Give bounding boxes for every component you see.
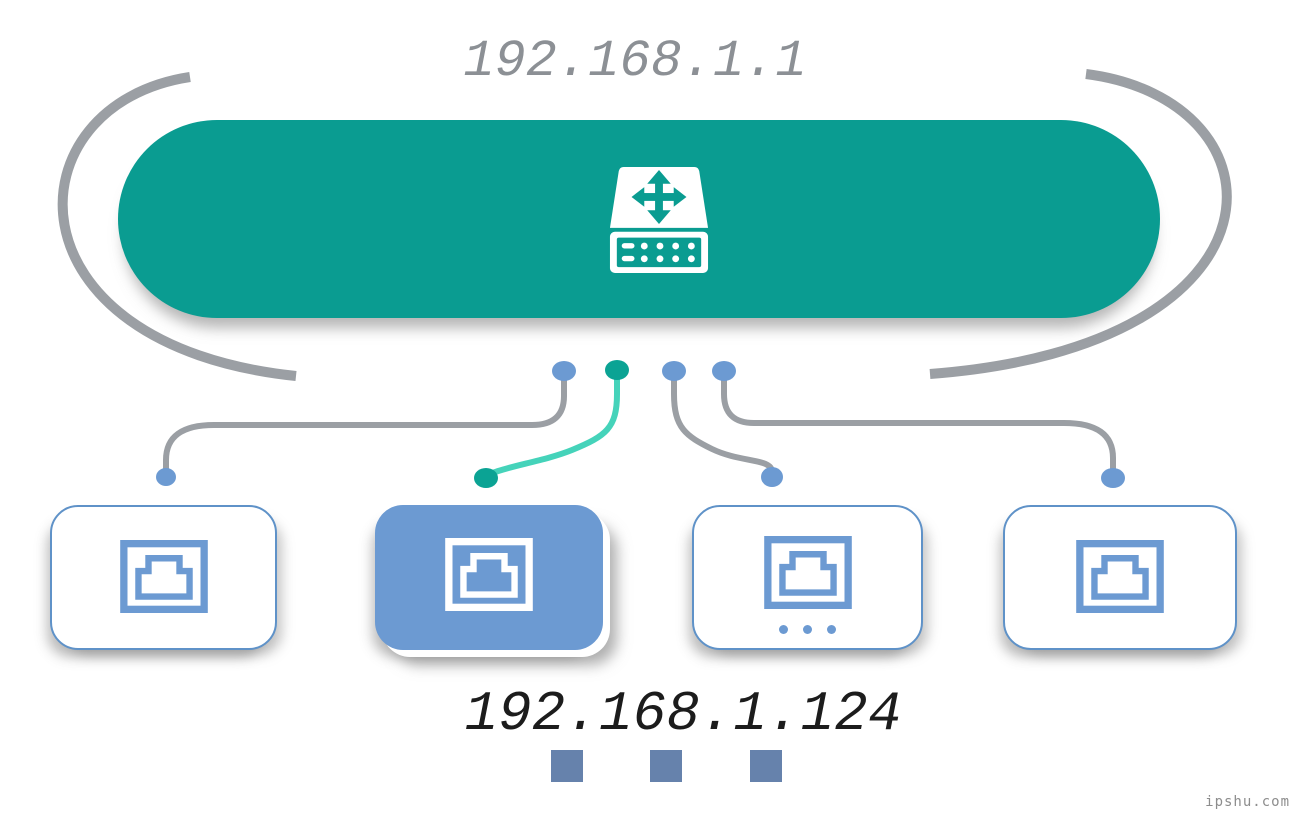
- cable-4: [721, 371, 1116, 476]
- endpoint-dot-2: [474, 468, 498, 488]
- right-arc: [929, 69, 1232, 379]
- footer-squares: [0, 750, 1300, 782]
- cable-2: [487, 371, 620, 477]
- router-ip-label: 192.168.1.1: [463, 32, 807, 91]
- device-box-1: [50, 505, 277, 650]
- endpoint-dot-3: [761, 467, 783, 487]
- footer-square-2: [650, 750, 682, 782]
- device-ip-label: 192.168.1.124: [464, 682, 902, 746]
- more-ports-ellipsis: [694, 625, 921, 634]
- footer-square-3: [750, 750, 782, 782]
- ethernet-port-icon: [445, 538, 533, 611]
- cable-3: [671, 371, 775, 475]
- endpoint-dot-1: [156, 468, 176, 486]
- port-dot-3: [662, 361, 686, 381]
- watermark: ipshu.com: [1205, 794, 1290, 810]
- device-box-3: [692, 505, 923, 650]
- left-arc: [57, 72, 297, 381]
- port-dot-2: [605, 360, 629, 380]
- ethernet-port-icon: [764, 536, 852, 609]
- cable-1: [163, 371, 567, 476]
- footer-square-1: [551, 750, 583, 782]
- port-dot-1: [552, 361, 576, 381]
- ethernet-port-icon: [120, 540, 208, 613]
- network-switch-icon: [608, 166, 710, 276]
- ethernet-port-icon: [1076, 540, 1164, 613]
- port-dot-4: [712, 361, 736, 381]
- endpoint-dot-4: [1101, 468, 1125, 488]
- device-box-4: [1003, 505, 1237, 650]
- device-box-2-highlighted: [375, 505, 603, 650]
